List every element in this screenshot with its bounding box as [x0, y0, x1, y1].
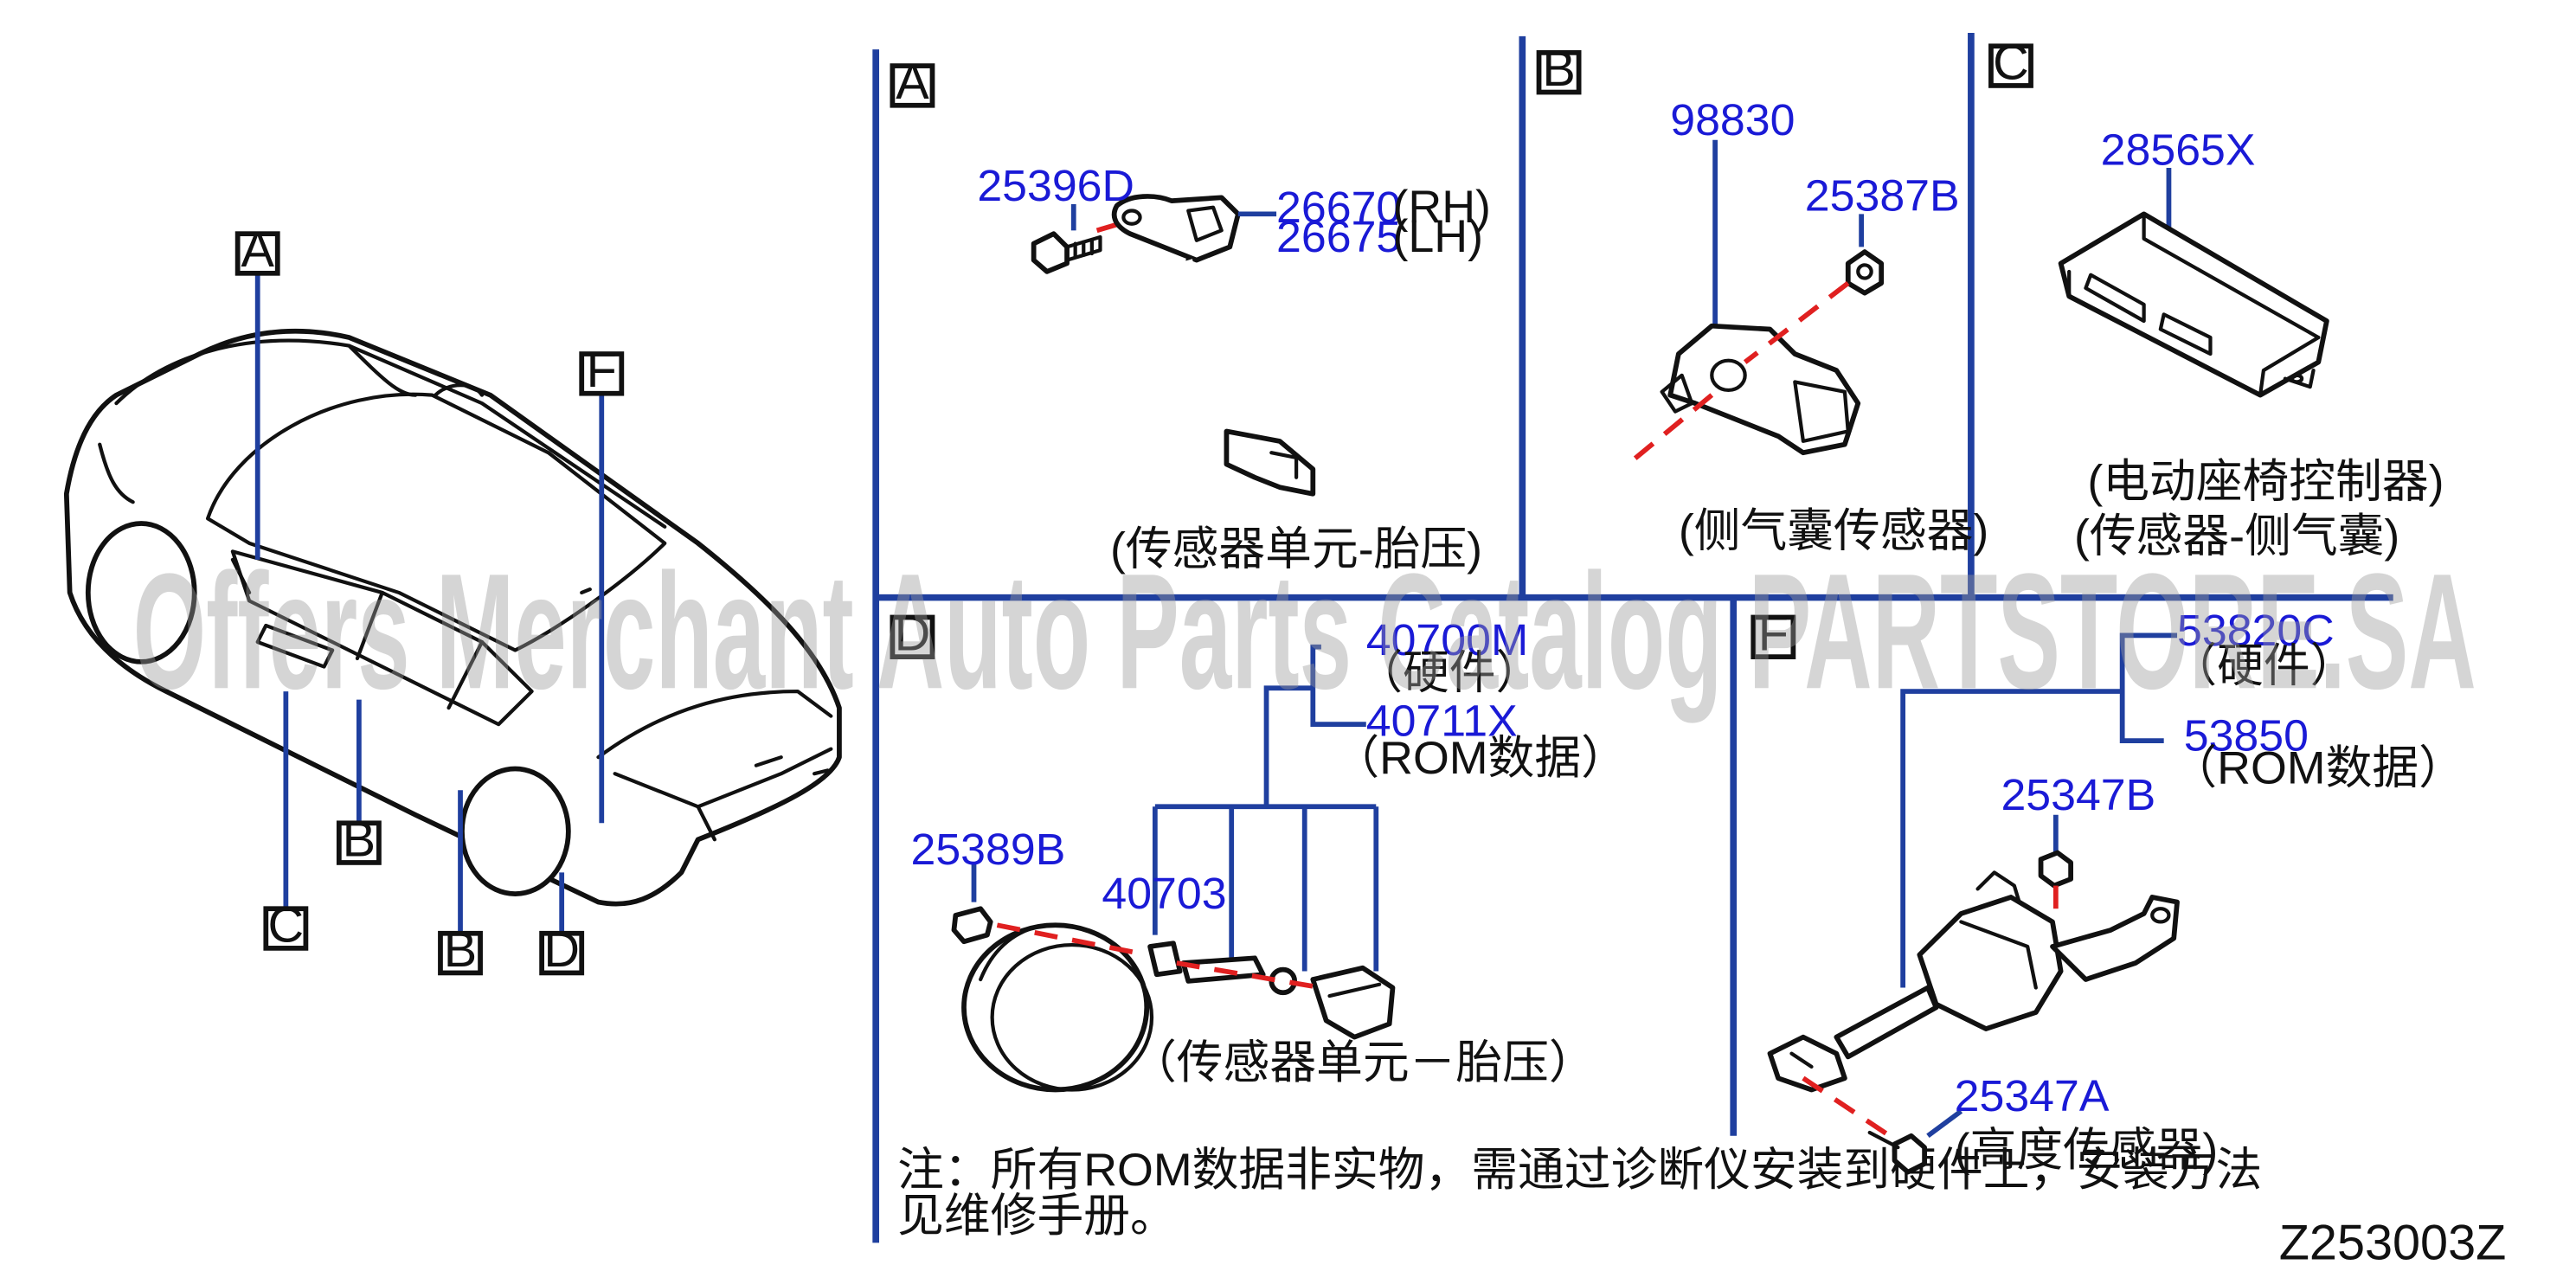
svg-text:53820C: 53820C [2177, 605, 2335, 655]
panel-c: C 28565X (电动座椅控制器) (传感器-侧气囊) [1988, 35, 2444, 562]
svg-text:D: D [895, 607, 931, 662]
airbag-sensor-illustration [1660, 249, 1885, 456]
svg-text:B: B [1542, 42, 1575, 97]
wheel-sensor-illustration [1101, 194, 1316, 497]
svg-text:B: B [343, 812, 376, 868]
svg-text:(传感器-侧气囊): (传感器-侧气囊) [2074, 511, 2399, 562]
svg-text:（硬件）: （硬件） [1356, 647, 1542, 698]
watermark-text: Offers Merchant Auto Parts Catalog PARTS… [133, 539, 2476, 723]
svg-text:28565X: 28565X [2101, 124, 2256, 174]
panel-f: F 53820C （硬件） 53850 （ROM数据） 25347B 25347… [1751, 605, 2465, 1176]
svg-text:26675: 26675 [1276, 211, 1401, 261]
svg-text:(RH): (RH) [1393, 182, 1491, 233]
svg-text:25347B: 25347B [2001, 769, 2155, 819]
height-sensor-illustration [1767, 850, 2180, 1093]
valve-stem-illustration [1180, 955, 1298, 996]
svg-text:25347A: 25347A [1955, 1070, 2110, 1120]
valve-cap-illustration [951, 906, 993, 945]
panel-a: A 25396D 26670 26675 (RH) (LH) (传感器单元-胎压… [890, 55, 1491, 575]
svg-text:25389B: 25389B [911, 824, 1066, 874]
svg-text:40703: 40703 [1102, 868, 1226, 918]
svg-text:25396D: 25396D [977, 160, 1134, 210]
svg-text:(LH): (LH) [1393, 211, 1484, 262]
svg-text:A: A [896, 55, 929, 110]
svg-text:40711X: 40711X [1366, 696, 1518, 746]
svg-text:注：所有ROM数据非实物，需通过诊断仪安装到硬件上，安装方法: 注：所有ROM数据非实物，需通过诊断仪安装到硬件上，安装方法 [897, 1145, 2262, 1196]
bolt-illustration [1031, 231, 1102, 274]
wheel-rim-illustration [961, 922, 1154, 1093]
panel-b: B 98830 25387B (侧气囊传感器) [1536, 42, 1988, 557]
svg-text:26670: 26670 [1276, 182, 1401, 232]
svg-text:C: C [268, 898, 305, 953]
svg-text:见维修手册。: 见维修手册。 [897, 1191, 1177, 1242]
control-module-illustration [2058, 211, 2329, 398]
svg-text:（ROM数据）: （ROM数据） [2170, 743, 2465, 794]
svg-text:（硬件）: （硬件） [2170, 641, 2356, 692]
svg-text:40700M: 40700M [1366, 614, 1528, 664]
svg-text:F: F [1758, 607, 1789, 662]
svg-text:A: A [241, 222, 274, 278]
car-callout-leaders [254, 271, 605, 934]
drawing-code: Z253003Z [2279, 1216, 2507, 1271]
svg-text:B: B [444, 922, 477, 978]
svg-text:(电动座椅控制器): (电动座椅控制器) [2087, 457, 2444, 508]
svg-text:（传感器单元－胎压）: （传感器单元－胎压） [1130, 1037, 1596, 1088]
svg-text:(高度传感器): (高度传感器) [1955, 1125, 2219, 1176]
callout-box-a: A [234, 222, 280, 278]
bolt-illustration [1867, 1130, 1927, 1175]
panel-d: D 40700M （硬件） 40711X （ROM数据） 25389B 4070… [890, 607, 2262, 1242]
svg-text:D: D [543, 922, 580, 978]
callout-box-b-upper: B [336, 812, 382, 868]
svg-text:25387B: 25387B [1805, 170, 1960, 221]
callout-box-f: F [579, 343, 625, 398]
svg-text:(侧气囊传感器): (侧气囊传感器) [1679, 506, 1988, 557]
svg-text:53850: 53850 [2184, 710, 2309, 761]
callout-box-c: C [263, 898, 309, 953]
tpms-sensor-illustration [1310, 965, 1396, 1040]
svg-text:98830: 98830 [1670, 94, 1795, 144]
svg-text:F: F [587, 343, 617, 398]
svg-text:（ROM数据）: （ROM数据） [1333, 733, 1628, 784]
svg-text:(传感器单元-胎压): (传感器单元-胎压) [1110, 524, 1482, 575]
svg-text:C: C [1993, 35, 2029, 91]
panel-separators [872, 33, 2393, 1243]
callout-box-d: D [539, 922, 585, 978]
callout-box-b-lower: B [438, 922, 483, 978]
grommet-illustration [1147, 941, 1183, 978]
